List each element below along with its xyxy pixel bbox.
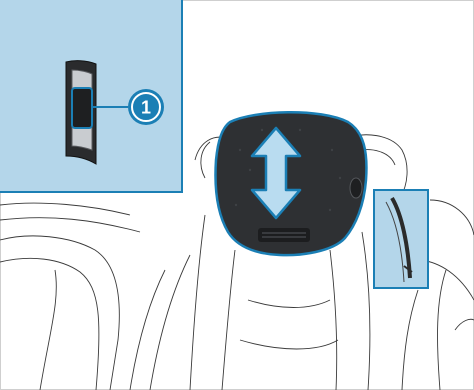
- callout-number: 1: [141, 98, 151, 118]
- seat-side-highlight: [374, 190, 428, 288]
- headrest: [216, 112, 367, 255]
- callout-1: 1: [128, 89, 164, 125]
- headrest-adjustment-button: [72, 88, 92, 128]
- headrest-vent: [258, 228, 310, 242]
- headrest-side-knob: [350, 178, 362, 198]
